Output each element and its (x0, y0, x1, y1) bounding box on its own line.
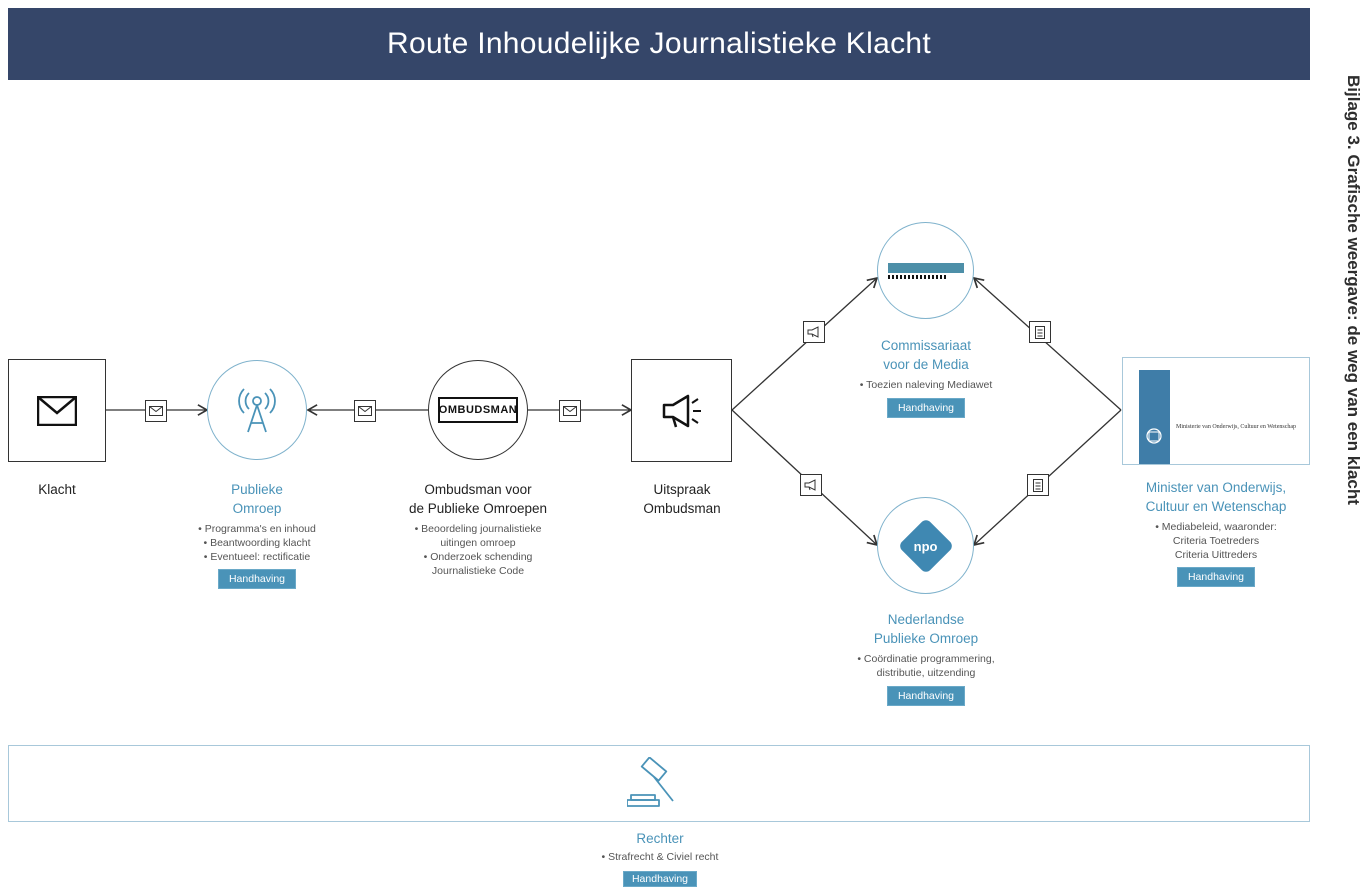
arrow-uitspraak-cvdm (731, 276, 879, 411)
npo-title-2: Publieke Omroep (873, 631, 979, 646)
minister-box (1122, 357, 1310, 465)
minister-title-2: Cultuur en Wetenschap (1145, 499, 1287, 514)
bullet: • Onderzoek schending (423, 551, 533, 563)
diagram-header: Route Inhoudelijke Journalistieke Klacht (8, 8, 1310, 80)
bullet: • Programma's en inhoud (198, 523, 316, 535)
arrow-minister-cvdm (972, 276, 1122, 411)
bullet: • Toezien naleving Mediawet (859, 379, 993, 391)
ombudsman-text: Ombudsman voor de Publieke Omroepen • Be… (378, 480, 578, 578)
bullet: Criteria Uittreders (1174, 549, 1258, 561)
rechter-text: Rechter • Strafrecht & Civiel recht Hand… (560, 829, 760, 887)
commissariaat-text: Commissariaat voor de Media • Toezien na… (826, 336, 1026, 418)
envelope-icon (354, 400, 376, 422)
broadcast-tower-icon (238, 388, 276, 433)
npo-logo: npo (897, 517, 954, 574)
megaphone-icon (662, 394, 701, 427)
bullet: • Beantwoording klacht (203, 537, 311, 549)
ombudsman-title-1: Ombudsman voor (424, 482, 532, 497)
uitspraak-title-1: Uitspraak (653, 482, 711, 497)
rechter-title: Rechter (636, 831, 684, 846)
ministry-logo-text: Ministerie van Onderwijs, Cultuur en Wet… (1176, 424, 1297, 430)
bullet: distributie, uitzending (876, 667, 976, 679)
coat-of-arms-icon (1146, 428, 1162, 444)
publieke-omroep-title-1: Publieke (231, 482, 283, 497)
megaphone-icon (800, 474, 822, 496)
ministry-logo-bar (1139, 370, 1170, 464)
handhaving-badge: Handhaving (1176, 567, 1256, 587)
ombudsman-title-2: de Publieke Omroepen (408, 501, 548, 516)
minister-text: Minister van Onderwijs, Cultuur en Weten… (1116, 478, 1316, 587)
bullet: uitingen omroep (440, 537, 516, 549)
npo-text: Nederlandse Publieke Omroep • Coördinati… (826, 610, 1026, 706)
rechter-box (8, 745, 1310, 822)
diagram-title: Route Inhoudelijke Journalistieke Klacht (387, 27, 931, 60)
handhaving-badge: Handhaving (217, 569, 297, 589)
uitspraak-box (631, 359, 732, 462)
publieke-omroep-node (207, 360, 307, 460)
commissariaat-title-2: voor de Media (883, 357, 969, 372)
clipboard-icon (1027, 474, 1049, 496)
ombudsman-node: OMBUDSMAN (428, 360, 528, 460)
envelope-icon (559, 400, 581, 422)
bullet: • Mediabeleid, waaronder: (1155, 521, 1277, 533)
klacht-label: Klacht (38, 482, 76, 497)
megaphone-icon (803, 321, 825, 343)
ombudsman-logo-text: OMBUDSMAN (438, 404, 518, 416)
handhaving-badge: Handhaving (622, 871, 698, 887)
clipboard-icon (1029, 321, 1051, 343)
handhaving-badge: Handhaving (886, 686, 966, 706)
handhaving-badge: Handhaving (886, 398, 966, 418)
commissariaat-logo (887, 262, 964, 279)
bullet: • Coördinatie programmering, (857, 653, 995, 665)
klacht-box (8, 359, 106, 462)
uitspraak-text: Uitspraak Ombudsman (582, 480, 782, 518)
npo-title-1: Nederlandse (887, 612, 965, 627)
bullet: • Eventueel: rectificatie (203, 551, 311, 563)
npo-logo-text: npo (913, 537, 938, 553)
bullet: Criteria Toetreders (1172, 535, 1260, 547)
bullet: Journalistieke Code (431, 565, 525, 577)
envelope-icon (37, 395, 77, 426)
publieke-omroep-text: Publieke Omroep • Programma's en inhoud … (157, 480, 357, 589)
ombudsman-logo: OMBUDSMAN (438, 397, 518, 423)
bullet: • Beoordeling journalistieke (414, 523, 542, 535)
gavel-icon (627, 757, 674, 807)
commissariaat-title-1: Commissariaat (880, 338, 972, 353)
publieke-omroep-title-2: Omroep (232, 501, 282, 516)
uitspraak-title-2: Ombudsman (643, 501, 721, 516)
npo-node: npo (877, 497, 974, 594)
envelope-icon (145, 400, 167, 422)
minister-title-1: Minister van Onderwijs, (1145, 480, 1287, 495)
bullet: • Strafrecht & Civiel recht (601, 851, 719, 863)
commissariaat-node (877, 222, 974, 319)
